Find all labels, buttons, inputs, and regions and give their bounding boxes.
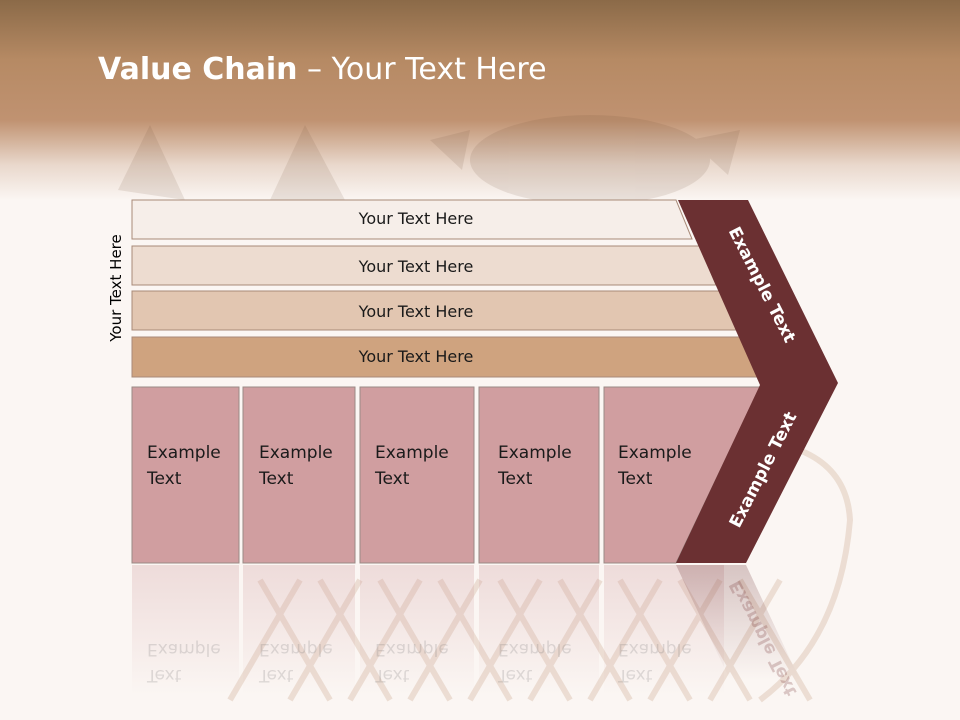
box-4-line2: Text [498,469,533,489]
box-5-line2: Text [618,469,653,489]
bar-label-4: Your Text Here [358,347,474,366]
refl-1-line2: Text [147,665,182,685]
reflection-label-5: Text Example [618,636,718,688]
box-4-line1: Example [498,443,572,463]
chevron-shape [676,200,838,563]
refl-2-line1: Example [259,639,333,659]
reflection-box-3 [360,565,474,695]
bar-label-2: Your Text Here [358,257,474,276]
box-1-line2: Text [147,469,182,489]
activity-box-3 [359,386,475,564]
reflection-label-4: Text Example [498,636,598,688]
box-1-line1: Example [147,443,221,463]
activity-box-1 [131,386,240,564]
refl-3-line2: Text [375,665,410,685]
reflection-box-4 [479,565,599,695]
reflection-label-1: Text Example [147,636,247,688]
reflection-label-3: Text Example [375,636,475,688]
reflection-chevron [676,565,800,680]
refl-4-line2: Text [498,665,533,685]
value-bar-1 [131,199,693,240]
refl-5-line1: Example [618,639,692,659]
title-rest: – Your Text Here [297,52,547,87]
reflection-label-2: Text Example [259,636,359,688]
refl-3-line1: Example [375,639,449,659]
page-title: Value Chain – Your Text Here [98,52,547,87]
reflection-box-1 [132,565,239,695]
refl-1-line1: Example [147,639,221,659]
title-bold: Value Chain [98,52,298,87]
refl-2-line2: Text [259,665,294,685]
box-3-line2: Text [375,469,410,489]
box-2-line2: Text [259,469,294,489]
bar-label-1: Your Text Here [358,209,474,228]
box-3-line1: Example [375,443,449,463]
header-band [0,0,960,200]
activity-box-4 [478,386,600,564]
reflection-box-2 [243,565,355,695]
box-5-line1: Example [618,443,692,463]
bar-label-3: Your Text Here [358,302,474,321]
refl-5-line2: Text [618,665,653,685]
refl-4-line1: Example [498,639,572,659]
activity-box-2 [242,386,356,564]
box-2-line1: Example [259,443,333,463]
